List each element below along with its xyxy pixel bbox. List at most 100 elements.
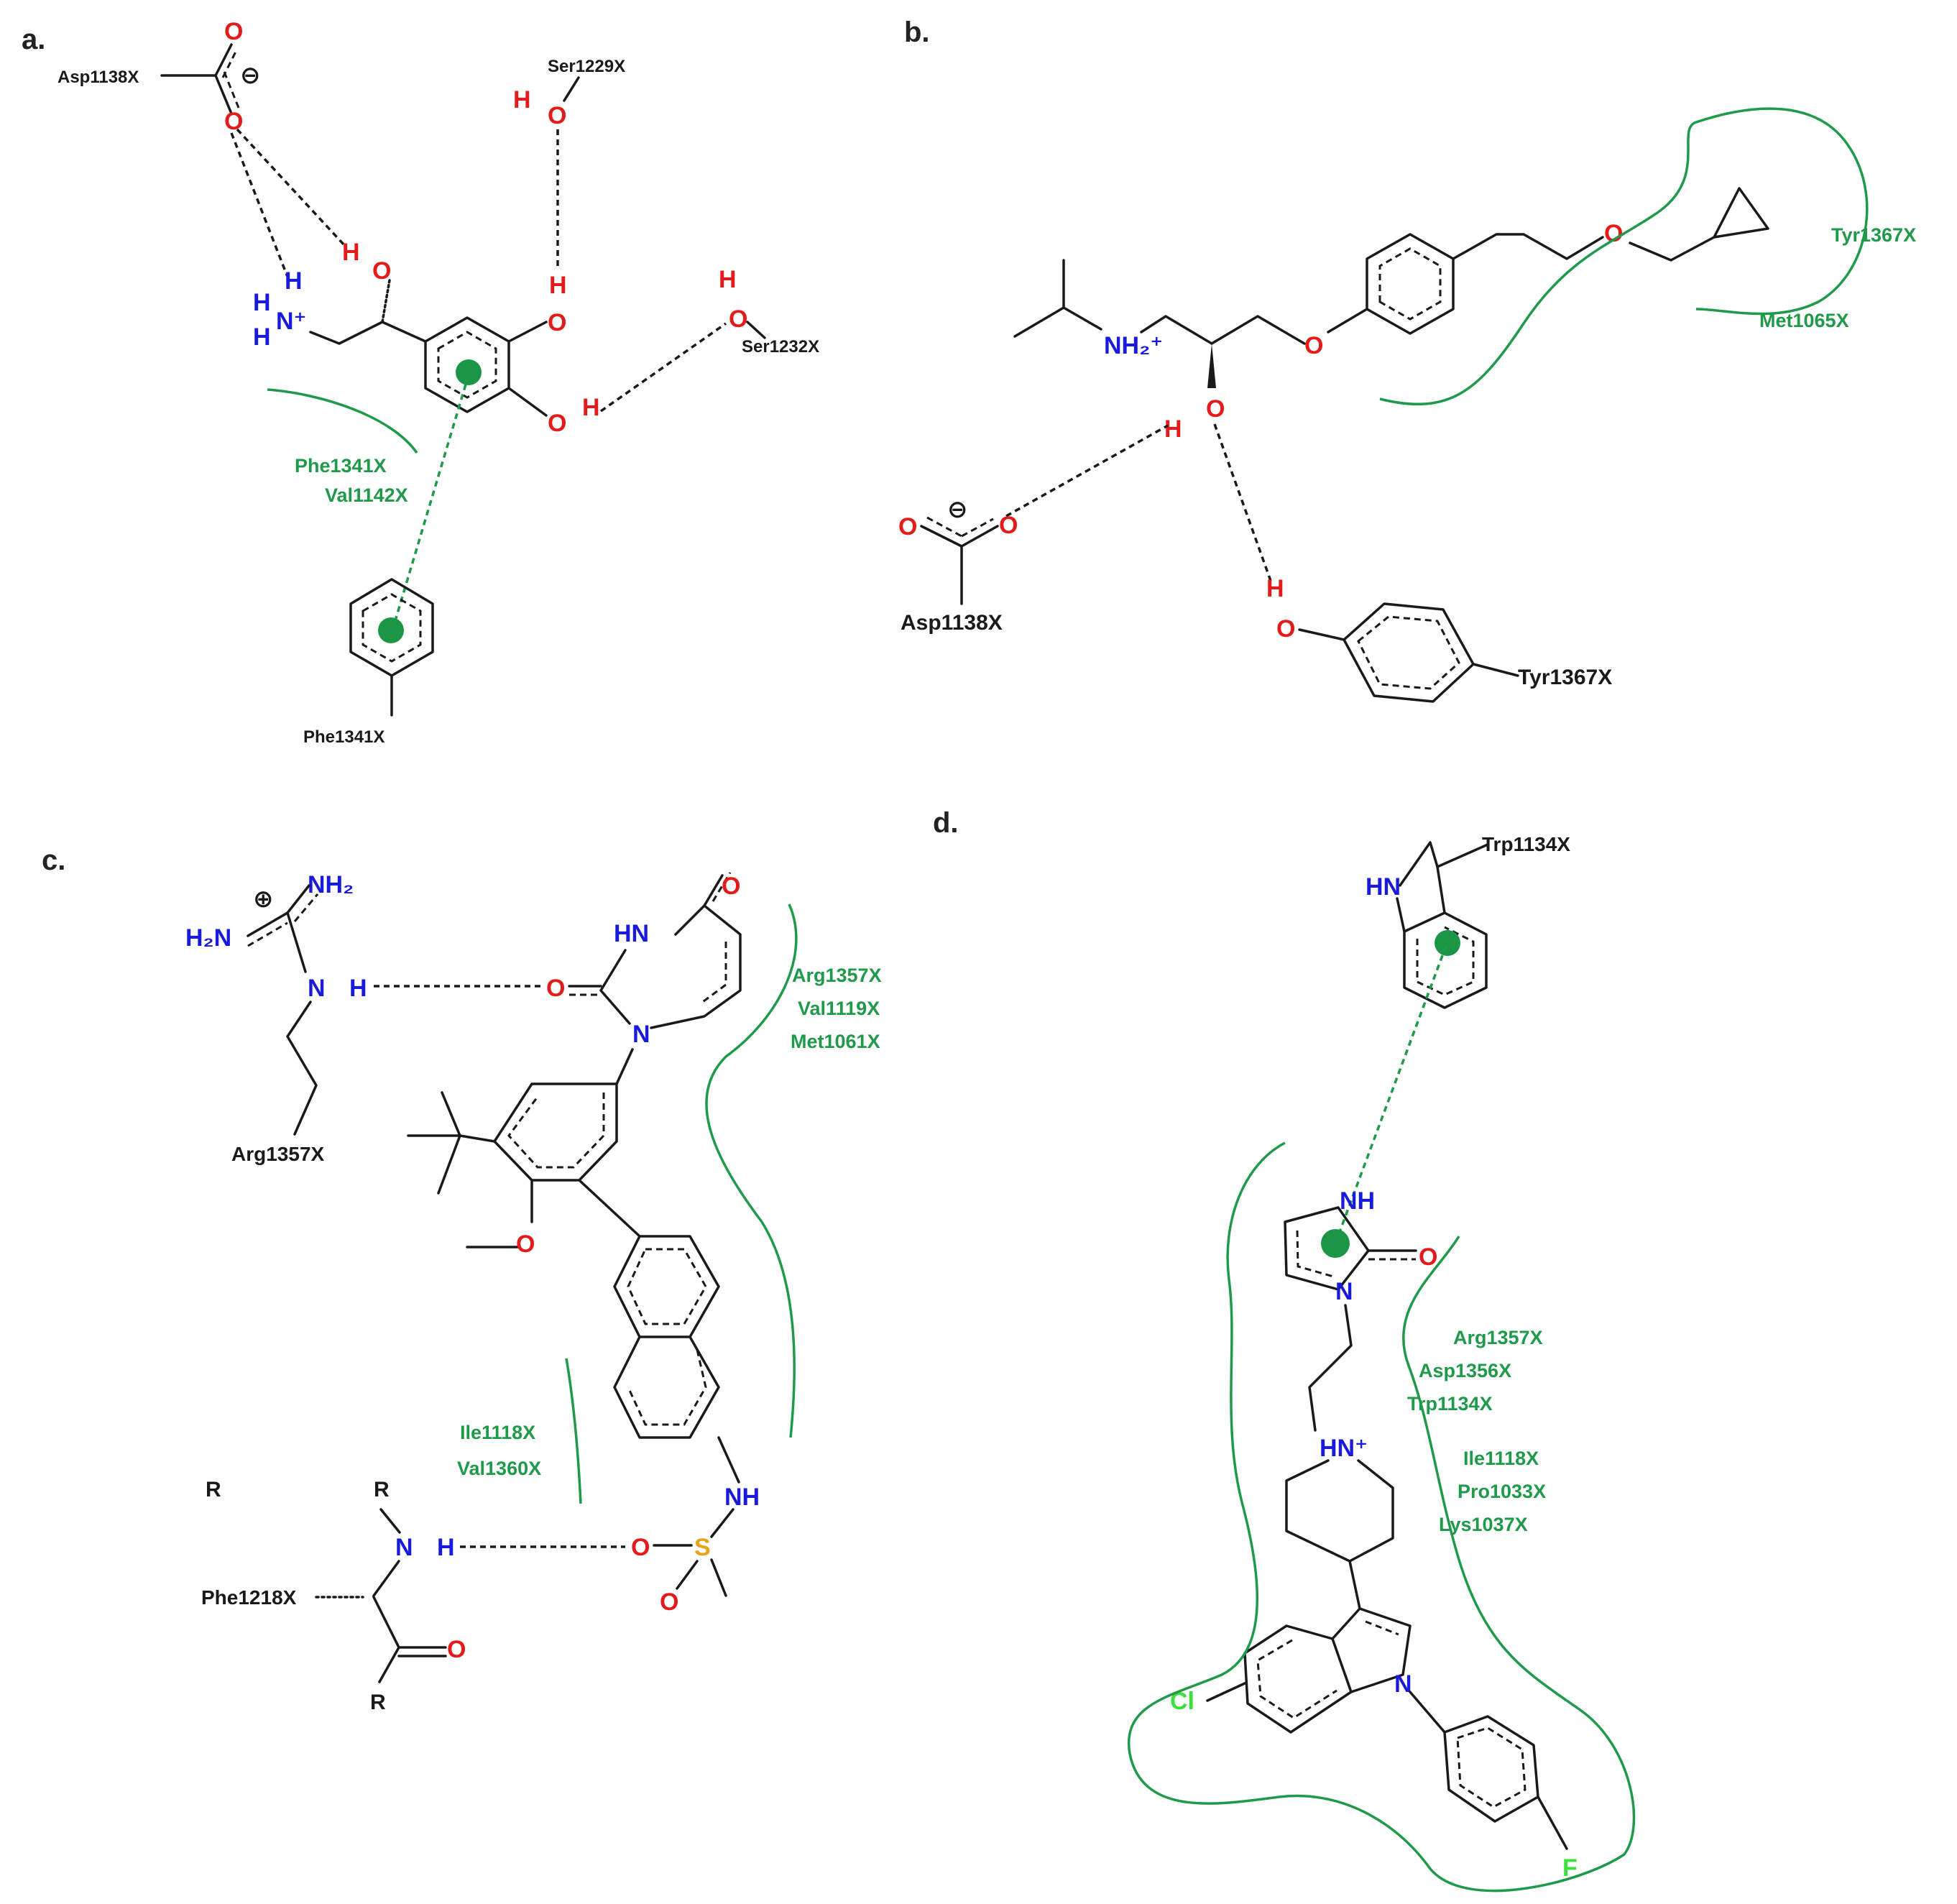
bond [1206,1682,1246,1702]
pi-centroid [1435,930,1460,956]
pi-centroid [456,359,482,385]
atom-h: H [1164,415,1182,443]
panel-a-pocket-label: Val1142X [325,484,408,506]
panel-d-trp-label: Trp1134X [1482,833,1570,855]
panel-c: c. ⊕ NH₂ H₂N N H Arg1357X O HN N O [42,845,882,1714]
bond [1348,1560,1361,1610]
ring-aromatic [1365,1620,1399,1636]
bond [1013,259,1065,338]
panel-b-pocket-label: Tyr1367X [1831,224,1916,246]
bond [223,71,240,109]
hbond [599,322,727,413]
ring [599,904,742,1029]
bond [372,1560,400,1597]
bond [1472,663,1519,677]
panel-b-asp-label: Asp1138X [901,611,1003,635]
atom-o: O [999,512,1018,539]
ring [1284,1206,1370,1291]
atom-h: H [437,1534,455,1561]
ring [1403,911,1488,1009]
panel-c-r-label: R [370,1691,386,1714]
hydrophobic-arc [267,388,418,454]
bond [1537,1795,1568,1850]
bond [1140,315,1306,345]
ring-aromatic [1416,926,1475,996]
ring [1285,1459,1394,1563]
bond [1409,1691,1446,1734]
bond [247,911,289,937]
ring-aromatic [627,1248,707,1325]
bond [379,1508,401,1534]
atom-hn: HN [1366,873,1401,901]
panel-d-pocket-label: Pro1033X [1458,1481,1546,1502]
panel-a-ser1229-label: Ser1229X [548,57,625,76]
panel-d-pocket-label: Arg1357X [1453,1327,1543,1348]
atom-o: O [546,975,565,1002]
pi-stack-line [390,384,467,633]
atom-f: F [1562,1854,1578,1882]
panel-d-letter: d. [933,807,959,839]
pi-centroid [1321,1229,1350,1258]
atom-h: H [253,289,271,316]
bond [710,1558,727,1597]
panel-c-phe-label: Phe1218X [201,1586,297,1609]
atom-h: H [719,266,737,293]
panel-d-pocket-label: Asp1356X [1419,1360,1511,1381]
atom-o: O [1276,615,1295,643]
atom-o: O [660,1588,678,1616]
bond [676,1560,699,1590]
bond [717,1436,740,1484]
atom-nh2: NH₂ [308,871,354,898]
bond [466,1179,533,1248]
ring [613,1335,720,1439]
bond [563,76,580,102]
panel-c-r-label: R [374,1478,390,1501]
ring [1243,1624,1353,1734]
atom-o: O [1206,395,1225,423]
bond [286,911,307,973]
bond [1062,306,1102,331]
ring-aromatic [1357,615,1460,690]
panel-c-arg-label: Arg1357X [231,1143,325,1165]
ring-aromatic [1456,1726,1527,1808]
atom-h: H [342,239,360,266]
panel-c-pocket-label: Val1360X [457,1458,541,1479]
panel-c-r-label: R [206,1478,221,1501]
atom-o: O [372,257,391,285]
ring-aromatic [362,593,422,663]
bond [961,518,994,538]
atom-n: N [308,975,326,1002]
bond [1298,628,1345,641]
atom-n: N [632,1021,650,1048]
hydrophobic-envelope [1127,1141,1636,1892]
atom-o: O [1304,332,1323,359]
bond [1327,308,1368,334]
ring [493,1082,618,1182]
bond [1452,233,1604,260]
panel-a-phe-label: Phe1341X [303,727,385,747]
ring [1331,1607,1412,1693]
cyclopropyl [1713,187,1769,239]
atom-h: H [285,267,303,295]
ring-aromatic [1296,1230,1334,1278]
panel-a-letter: a. [22,24,45,55]
atom-h: H [349,975,367,1002]
charge-minus: ⊖ [947,496,968,523]
atom-o: O [516,1231,535,1258]
panel-a-pocket-label: Phe1341X [295,455,387,477]
bond [703,874,724,907]
bond [712,872,732,902]
hbond [230,132,289,277]
panel-a-asp-label: Asp1138X [57,68,139,87]
atom-o: O [548,102,566,129]
atom-o: O [898,513,917,541]
bond [214,43,233,77]
panel-c-pocket-label: Ile1118X [460,1422,535,1443]
bond [710,1508,735,1538]
ring [613,1235,720,1338]
bond [746,321,766,339]
atom-nh: NH [724,1484,760,1511]
bond [1436,843,1489,868]
atom-hnplus: HN⁺ [1320,1435,1368,1462]
